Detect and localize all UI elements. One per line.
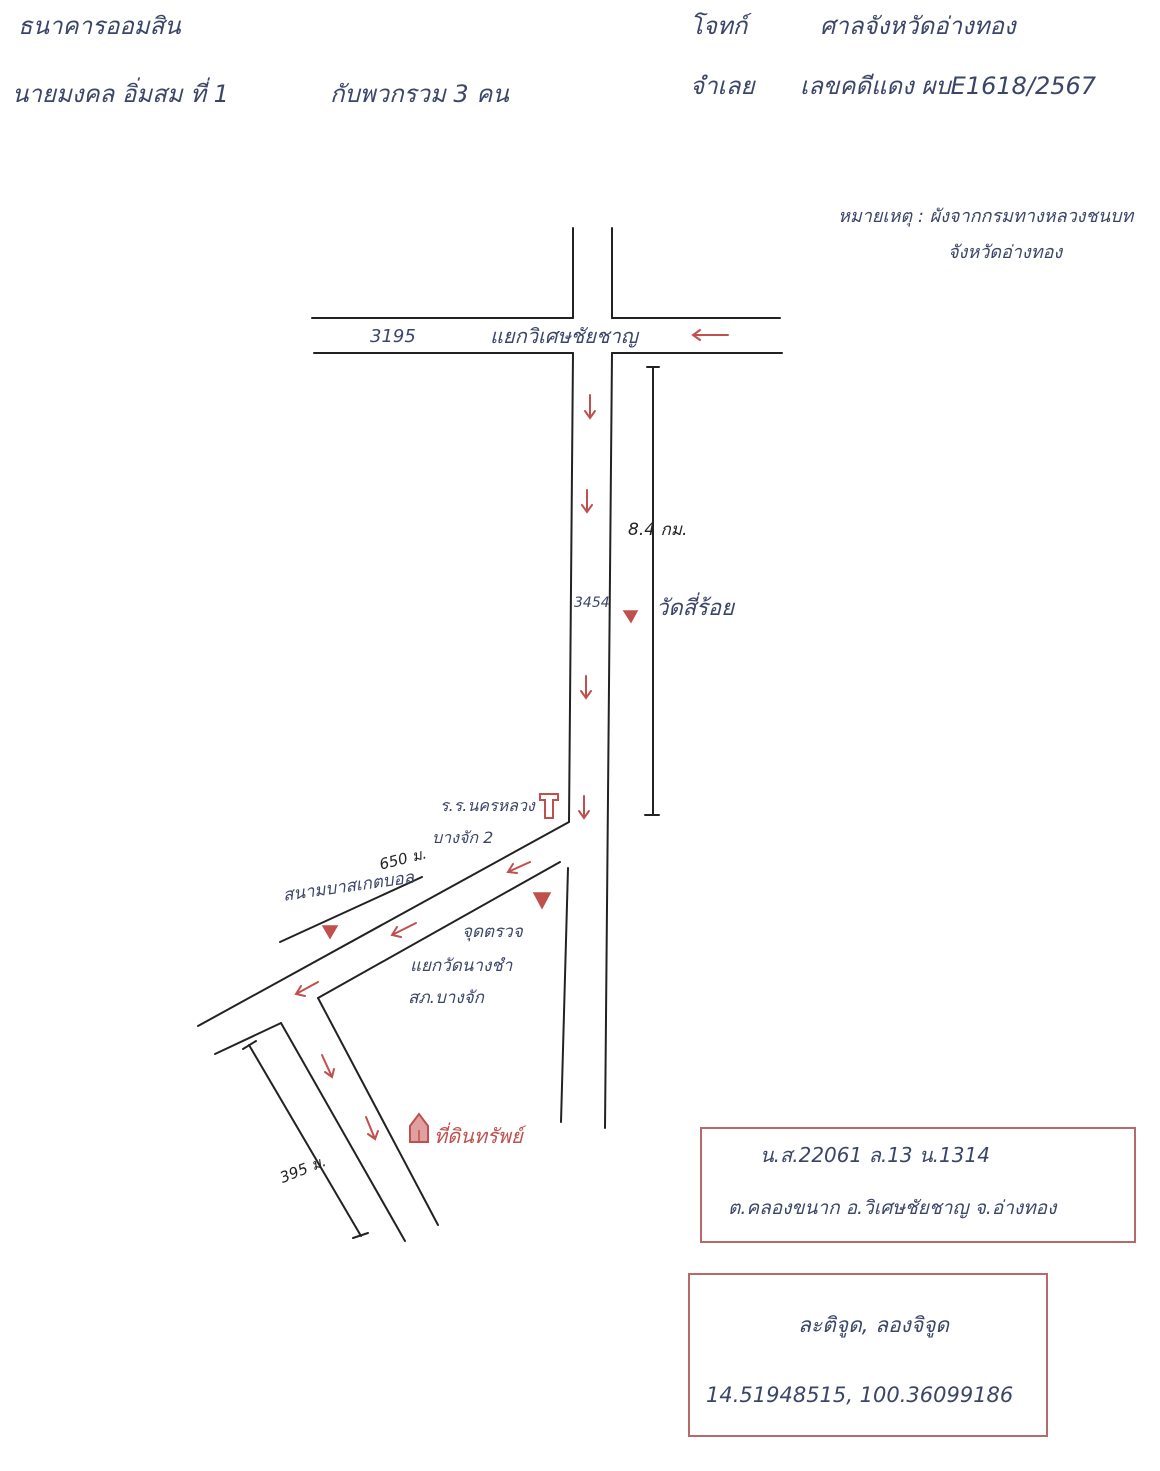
junction-spur-edge (560, 867, 569, 1123)
arrow-branch-1 (506, 861, 531, 874)
lower-road-right-edge (317, 997, 439, 1226)
coordinates-label: ละติจูด, ลองจิจูด (798, 1313, 950, 1337)
map-note-line2: จังหวัดอ่างทอง (948, 242, 1063, 263)
branch-road-lower-edge (317, 861, 561, 999)
distance-bar-last-tick-bottom (352, 1232, 369, 1239)
coordinates-value: 14.51948515, 100.36099186 (706, 1383, 1014, 1407)
arrow-lower-2 (365, 1116, 379, 1141)
title-deed-line2: ต.คลองขนาก อ.วิเศษชัยชาญ จ.อ่างทอง (728, 1197, 1057, 1219)
plaintiff-label: โจทก์ (690, 12, 748, 40)
field-marker-icon (321, 925, 339, 940)
arrow-branch-3 (294, 981, 319, 997)
arrow-branch-2 (390, 922, 417, 938)
arrow-down-4 (578, 795, 590, 820)
distance-bar-last-tick-top (242, 1040, 257, 1050)
main-road-right-edge (604, 352, 613, 1129)
arrow-top-road (691, 329, 729, 341)
top-junction-name: แยกวิเศษชัยชาญ (490, 324, 638, 348)
distance-bar-branch (279, 876, 423, 943)
temple-marker-icon (622, 610, 639, 624)
temple-label: วัดสี่ร้อย (656, 596, 734, 621)
defendant-name: นายมงคล อิ่มสม ที่ 1 (12, 80, 229, 108)
direction-arrows (294, 329, 729, 1141)
main-road-left-edge (568, 352, 574, 823)
checkpoint-label-3: สภ.บางจัก (408, 988, 484, 1008)
school-label: ร.ร.นครหลวง (440, 796, 535, 815)
arrow-down-2 (581, 489, 593, 514)
distance-bar-last (248, 1044, 362, 1237)
checkpoint-label-2: แยกวัดนางชำ (410, 956, 513, 976)
school-marker-icon (539, 793, 559, 819)
main-road-number: 3454 (574, 595, 610, 611)
arrow-down-3 (580, 675, 592, 700)
property-house-icon (409, 1112, 429, 1143)
arrow-lower-1 (321, 1054, 335, 1079)
branch-road-upper-edge (197, 821, 570, 1027)
main-distance-label: 8.4 กม. (628, 520, 688, 540)
coordinates-box: ละติจูด, ลองจิจูด 14.51948515, 100.36099… (688, 1273, 1048, 1437)
property-label: ที่ดินทรัพย์ (434, 1124, 523, 1148)
arrow-down-1 (584, 394, 596, 420)
title-deed-line1: น.ส.22061 ล.13 น.1314 (760, 1143, 990, 1167)
checkpoint-label-1: จุดตรวจ (462, 922, 523, 942)
map-note-line1: หมายเหตุ : ผังจากกรมทางหลวงชนบท (838, 206, 1134, 227)
case-number: เลขคดีแดง ผบE1618/2567 (800, 72, 1097, 100)
lower-road-left-edge (280, 1022, 406, 1242)
co-defendants: กับพวกรวม 3 คน (330, 80, 509, 108)
top-road-number: 3195 (370, 326, 416, 347)
school-label-2: บางจัก 2 (432, 828, 494, 847)
court-name: ศาลจังหวัดอ่างทอง (820, 12, 1016, 40)
lower-road-top-edge (214, 1022, 282, 1055)
creditor-name: ธนาคารออมสิน (18, 12, 181, 40)
defendant-label: จำเลย (690, 72, 755, 100)
checkpoint-marker-icon (532, 892, 552, 910)
title-deed-box: น.ส.22061 ล.13 น.1314 ต.คลองขนาก อ.วิเศษ… (700, 1127, 1136, 1243)
